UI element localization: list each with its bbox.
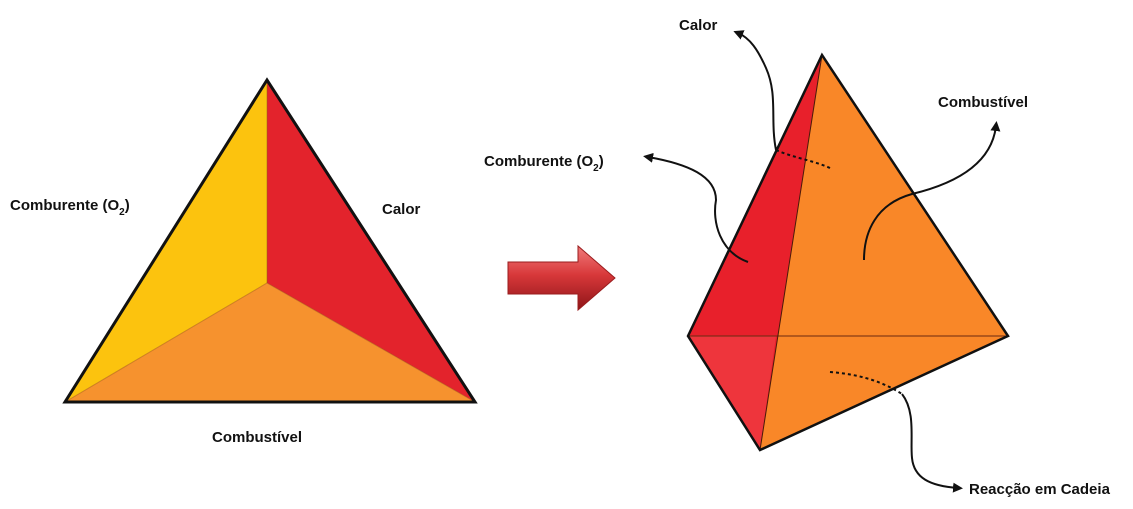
triangle-outline bbox=[62, 77, 478, 404]
transition-arrow bbox=[507, 244, 616, 312]
tetra-label-combustivel: Combustível bbox=[938, 94, 1028, 111]
tetra-label-calor: Calor bbox=[679, 17, 718, 34]
fire-triangle bbox=[62, 77, 478, 404]
triangle-label-comburente: Comburente (O2) bbox=[10, 197, 130, 218]
tetra-outline bbox=[686, 52, 1010, 452]
callout-combustivel bbox=[863, 121, 1001, 261]
callout-comburente bbox=[643, 152, 749, 263]
fire-tetrahedron bbox=[686, 52, 1010, 452]
triangle-label-combustivel: Combustível bbox=[212, 429, 302, 446]
tetra-label-reaccao: Reacção em Cadeia bbox=[969, 481, 1111, 498]
tetra-bottom-left-face bbox=[688, 336, 776, 450]
tetra-label-comburente: Comburente (O2) bbox=[484, 153, 604, 174]
tetra-callouts bbox=[643, 30, 1001, 493]
triangle-label-calor: Calor bbox=[382, 201, 421, 218]
tetra-callout-dashes bbox=[775, 149, 903, 395]
tetra-right-face bbox=[760, 55, 1008, 450]
callout-reaccao bbox=[901, 393, 963, 493]
triangle-combustivel-face bbox=[65, 283, 475, 402]
callout-calor bbox=[733, 30, 777, 151]
